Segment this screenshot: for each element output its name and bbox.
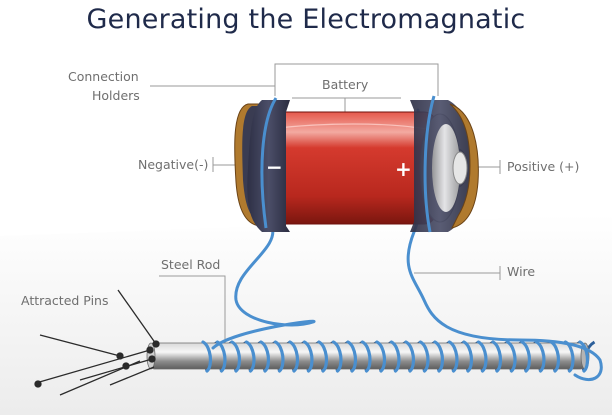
floor-plane: [0, 214, 612, 415]
coil-turn: [549, 340, 561, 373]
coil-turn: [491, 340, 503, 373]
coil-turn: [534, 340, 546, 373]
connection-holders-label-line2: Holders: [92, 88, 140, 103]
battery: [234, 100, 479, 232]
coil-turn: [476, 340, 488, 373]
wire-label: Wire: [507, 264, 536, 279]
coil-turn: [360, 340, 372, 373]
attracted-pins-label: Attracted Pins: [21, 293, 109, 308]
positive-label: Positive (+): [507, 159, 580, 174]
wire-battery-loops: [260, 95, 436, 233]
coil-turn: [302, 340, 314, 373]
coil-turn: [520, 340, 532, 373]
coil-turn: [259, 340, 271, 373]
coil-turn: [317, 340, 329, 373]
coil-turn: [244, 340, 256, 373]
coil-turn: [346, 340, 358, 373]
coil-turn: [230, 340, 242, 373]
coil-turn: [433, 340, 445, 373]
coil-turn: [288, 340, 300, 373]
coil-turn: [201, 340, 213, 373]
negative-label: Negative(-): [138, 157, 209, 172]
steel-rod-label: Steel Rod: [161, 257, 221, 272]
coil-turn: [578, 340, 590, 373]
attracted-pins: [34, 289, 160, 396]
connection-holders-label-line1: Connection: [68, 69, 139, 84]
coil-turn: [404, 340, 416, 373]
coil-turn: [418, 340, 430, 373]
coil-turn: [375, 340, 387, 373]
positive-terminal-sign: +: [395, 157, 412, 181]
coil-turn: [462, 340, 474, 373]
coil-turn: [505, 340, 517, 373]
coil-turn: [273, 340, 285, 373]
coil-turn: [447, 340, 459, 373]
leader-lines: [150, 63, 501, 345]
page-title: Generating the Electromagnatic: [86, 4, 526, 35]
wire-coil-front: [201, 340, 590, 373]
coil-turn: [389, 340, 401, 373]
negative-terminal-sign: −: [266, 155, 283, 179]
coil-turn: [331, 340, 343, 373]
battery-label: Battery: [322, 77, 369, 92]
